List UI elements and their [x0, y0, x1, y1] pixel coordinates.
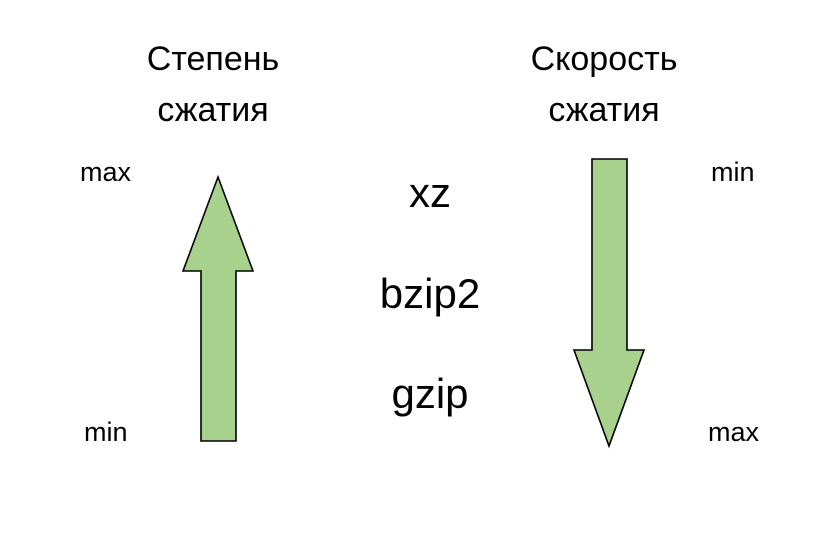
compression-ratio-title: Степень сжатия [146, 40, 280, 129]
ratio-min-label: min [84, 417, 128, 447]
down-arrow-icon [572, 158, 646, 449]
ratio-max-label: max [80, 157, 132, 187]
speed-min-label: min [711, 157, 755, 187]
algorithm-label-gzip: gzip [391, 370, 469, 417]
speed-max-label: max [708, 417, 760, 447]
up-arrow-icon [181, 174, 255, 442]
algorithm-label-xz: xz [409, 169, 451, 216]
compression-speed-title: Скорость сжатия [530, 40, 678, 129]
algorithm-label-bzip2: bzip2 [379, 270, 481, 317]
